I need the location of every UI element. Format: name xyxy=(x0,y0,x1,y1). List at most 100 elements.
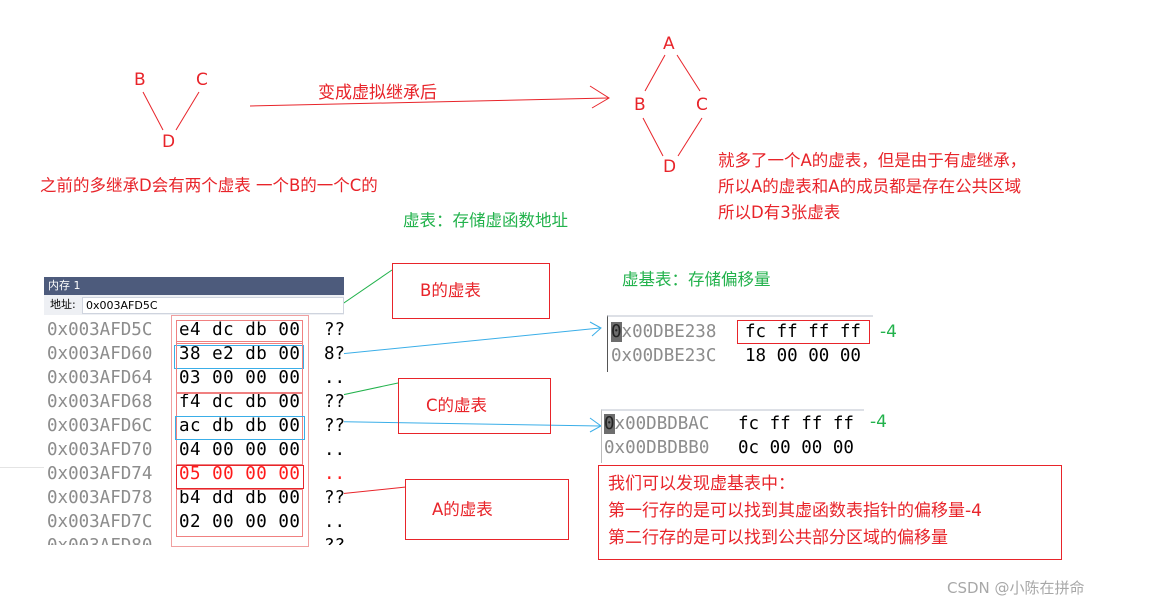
arrow-shaft xyxy=(249,97,609,107)
bytes: 18 00 00 00 xyxy=(745,346,861,366)
offset-note-b: -4 xyxy=(880,322,897,342)
offset-box xyxy=(737,320,870,344)
bytes: 0c 00 00 00 xyxy=(738,438,854,458)
callout-a-vtable: A的虚表 xyxy=(405,479,569,540)
node-b: B xyxy=(634,95,646,115)
row-ascii: ?? xyxy=(324,392,344,412)
row-ascii: ?? xyxy=(324,534,344,545)
node-d: D xyxy=(663,157,677,177)
memory-window-title: 内存 1 xyxy=(44,277,344,295)
conclusion-box: 我们可以发现虚基表中： 第一行存的是可以找到其虚函数表指针的偏移量-4 第二行存… xyxy=(598,465,1062,560)
edge-a-c xyxy=(676,54,701,92)
b-subobject-box xyxy=(176,320,303,344)
note-right: 就多了一个A的虚表，但是由于有虚继承， 所以A的虚表和A的成员都是存在公共区域 … xyxy=(718,148,1026,226)
node-c: C xyxy=(196,70,208,90)
row-ascii: .. xyxy=(324,368,344,388)
row-bytes: 05 00 00 00 xyxy=(179,464,301,484)
row-address: 0x003AFD64 xyxy=(47,368,153,388)
row-bytes: 38 e2 db 00 xyxy=(179,344,301,364)
b-vbptr-box xyxy=(174,345,304,369)
address: x00DBDBB0 xyxy=(614,438,710,458)
row-bytes: b4 dd db 00 xyxy=(179,488,301,508)
row-ascii: 8? xyxy=(324,344,344,364)
row-bytes: 04 00 00 00 xyxy=(179,440,301,460)
row-ascii: ?? xyxy=(324,488,344,508)
callout-label: C的虚表 xyxy=(426,396,488,415)
node-a: A xyxy=(663,34,675,54)
edge-a-b xyxy=(644,54,666,92)
memory-row: 0x003AFD80?? xyxy=(47,534,344,545)
address-label: 地址: xyxy=(50,298,76,311)
bytes: fc ff ff ff xyxy=(738,414,854,434)
arrow-head xyxy=(589,85,610,109)
b-subobject-box xyxy=(176,341,303,393)
row-address: 0x003AFD80 xyxy=(47,534,152,545)
conclusion-line: 我们可以发现虚基表中： xyxy=(608,474,795,494)
row-address: 0x003AFD7C xyxy=(47,512,153,532)
node-c: C xyxy=(696,95,708,115)
row-address: 0x003AFD5C xyxy=(47,320,153,340)
row-address: 0x003AFD6C xyxy=(47,416,153,436)
row-address: 0x003AFD78 xyxy=(47,488,153,508)
edge-b-d2 xyxy=(642,117,664,157)
address-wrap: 0x00DBE238 xyxy=(611,322,716,342)
memory-row: 0x003AFD64 03 00 00 00.. xyxy=(47,366,344,390)
legend-vbtable: 虚基表：存储偏移量 xyxy=(622,270,771,289)
row-ascii: .. xyxy=(324,440,344,460)
d-member-box xyxy=(176,465,304,489)
offset-note-c: -4 xyxy=(870,412,887,432)
conclusion-line: 第一行存的是可以找到其虚函数表指针的偏移量-4 xyxy=(608,501,982,521)
address: x00DBE23C xyxy=(621,346,717,366)
row-ascii: .. xyxy=(324,512,344,532)
note-left: 之前的多继承D会有两个虚表 一个B的一个C的 xyxy=(40,176,378,195)
row-address: 0x003AFD60 xyxy=(47,344,153,364)
vbtable-row: 0x00DBE238 fc ff ff ff xyxy=(611,320,866,344)
memory-row: 0x003AFD60 38 e2 db 00 8? xyxy=(47,342,344,366)
row-address: 0x003AFD74 xyxy=(47,464,153,484)
a-subobject-box xyxy=(176,489,303,537)
watermark: CSDN @⁣⁣小陈在拼命⁣⁣ xyxy=(947,579,1085,597)
memory-row: 0x003AFD70 04 00 00 00.. xyxy=(47,438,344,462)
cursor-char: 0 xyxy=(604,414,615,434)
divider xyxy=(0,467,44,468)
note-line: 就多了一个A的虚表，但是由于有虚继承， xyxy=(718,151,1027,170)
vbtable-c: 0x00DBDBAC fc ff ff ff 0x00DBDBB0 0c 00 … xyxy=(601,409,864,463)
note-line: 所以D有3张虚表 xyxy=(718,203,841,222)
arrow-label: 变成虚拟继承后 xyxy=(318,83,437,103)
c-subobject-box xyxy=(176,393,303,465)
row-bytes: 03 00 00 00 xyxy=(179,368,301,388)
address: x00DBE238 xyxy=(621,322,717,342)
object-d-outline xyxy=(171,315,309,547)
cursor-char: 0 xyxy=(611,322,622,342)
callout-label: A的虚表 xyxy=(432,500,493,519)
vbtable-row: 0x00DBDBAC fc ff ff ff xyxy=(604,412,859,436)
vbtable-row: 0x00DBE23C 18 00 00 00 xyxy=(611,344,866,368)
pointer-b-vbtable xyxy=(299,327,601,359)
address-bar: 地址: 0x003AFD5C xyxy=(44,295,344,315)
row-address: 0x003AFD68 xyxy=(47,392,153,412)
legend-vtable: 虚表：存储虚函数地址 xyxy=(403,211,568,230)
edge-c-d2 xyxy=(677,117,703,157)
row-bytes: ac db db 00 xyxy=(179,416,301,436)
address: x00DBDBAC xyxy=(614,414,710,434)
row-ascii: .. xyxy=(324,464,344,484)
callout-label: B的虚表 xyxy=(420,281,481,300)
c-vbptr-box xyxy=(175,416,305,440)
row-bytes: 02 00 00 00 xyxy=(179,512,301,532)
memory-row: 0x003AFD68 f4 dc db 00?? xyxy=(47,390,344,414)
address: 0 xyxy=(611,346,622,366)
row-address: 0x003AFD70 xyxy=(47,440,153,460)
memory-row: 0x003AFD78 b4 dd db 00?? xyxy=(47,486,344,510)
bytes: fc ff ff ff xyxy=(745,322,861,342)
vbtable-row: 0x00DBDBB0 0c 00 00 00 xyxy=(604,436,859,460)
row-bytes: f4 dc db 00 xyxy=(179,392,301,412)
address-wrap: 0x00DBDBAC xyxy=(604,414,709,434)
conclusion-text: 我们可以发现虚基表中： 第一行存的是可以找到其虚函数表指针的偏移量-4 第二行存… xyxy=(608,471,982,552)
memory-row: 0x003AFD74 05 00 00 00.. xyxy=(47,462,344,486)
address-input[interactable]: 0x003AFD5C xyxy=(82,297,344,314)
